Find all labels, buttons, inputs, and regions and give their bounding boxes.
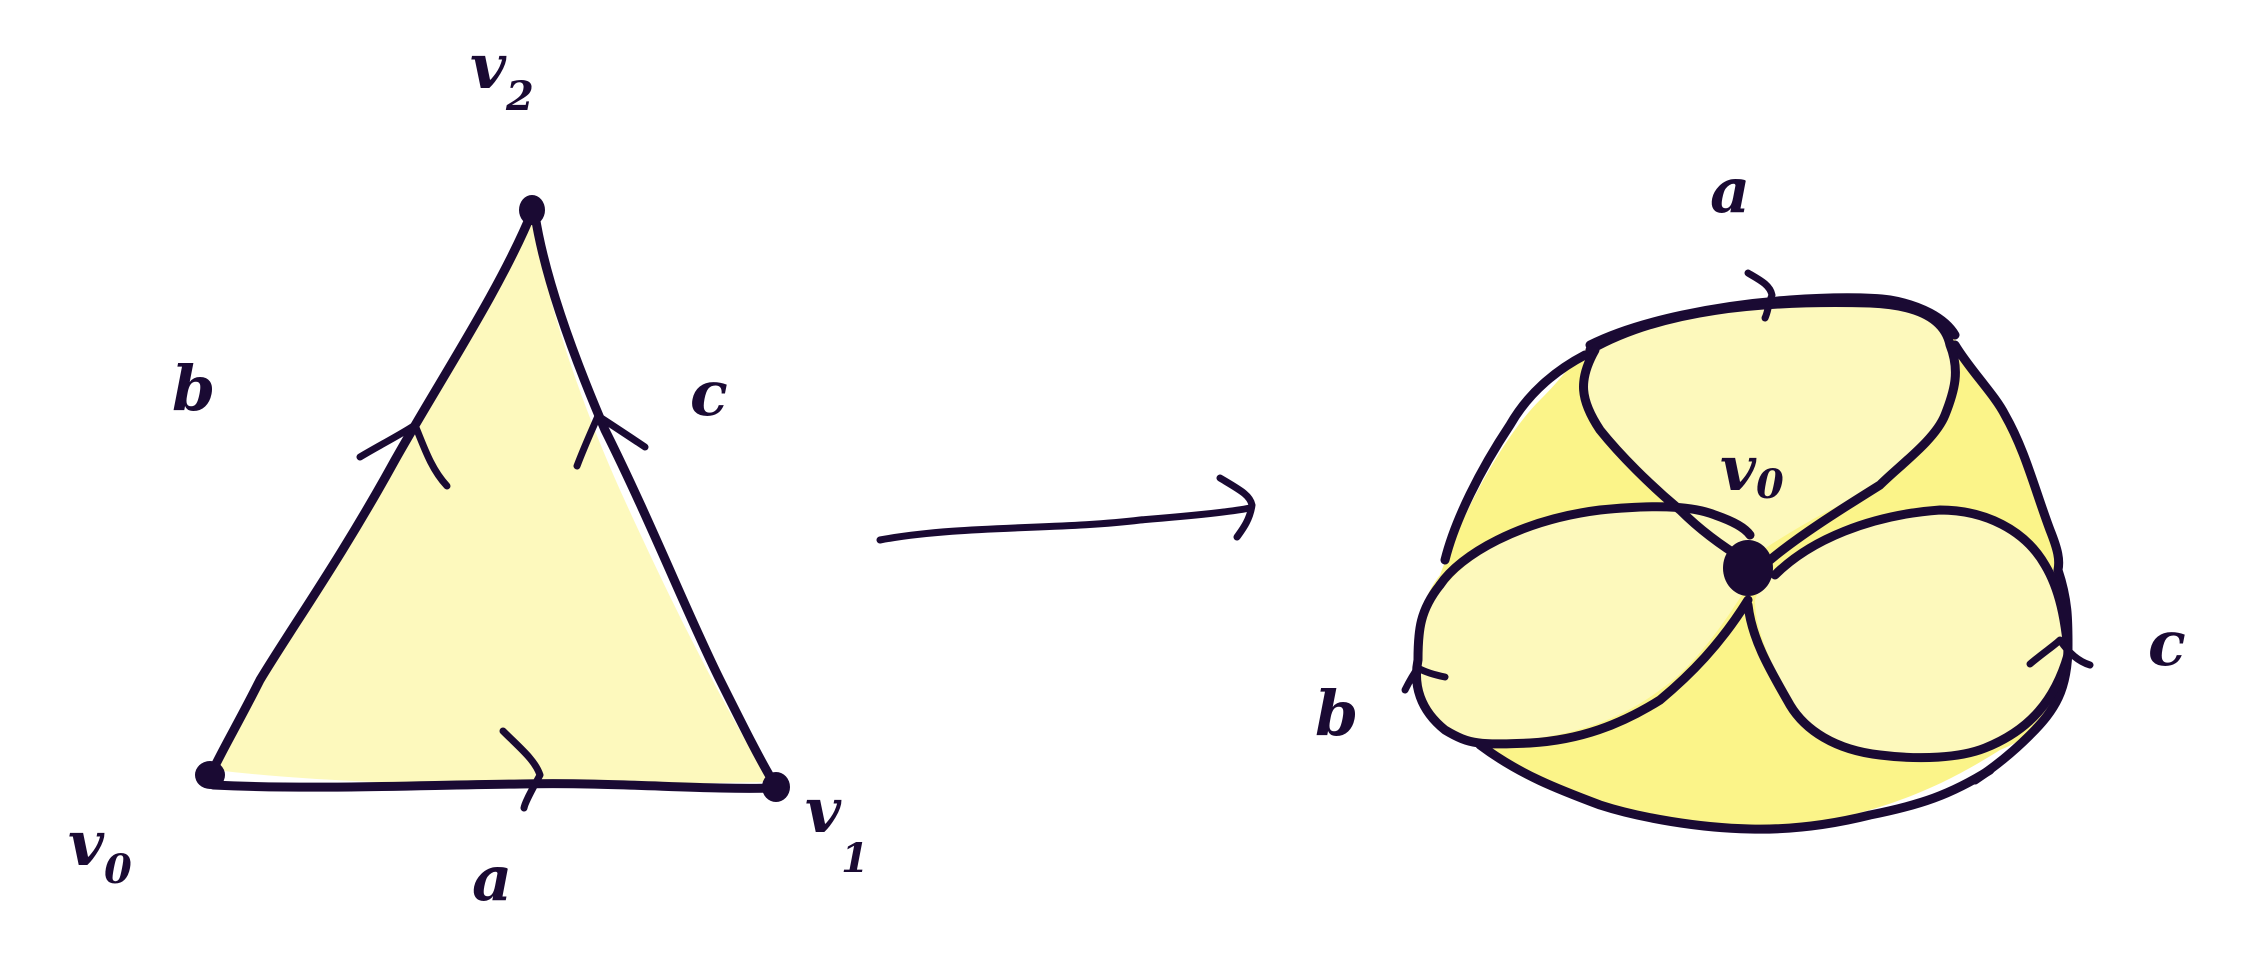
triangle-edge-left <box>208 207 537 775</box>
polyhedron-edge-right-arrowhead <box>2026 636 2094 669</box>
polyhedron-arc-top <box>1585 298 1960 565</box>
polyhedron-face-left <box>1417 505 1745 742</box>
triangle-label-c: c <box>690 357 728 430</box>
polyhedron-label-b: b <box>1315 677 1358 750</box>
triangle-label-v2: v2 <box>470 30 534 120</box>
triangle-edge-right-arrowhead <box>573 412 649 470</box>
polyhedron-outer-boundary-bottom <box>1475 740 1995 834</box>
polyhedron-arc-left-lower <box>1411 580 1753 749</box>
polyhedron-outer-boundary-right <box>1950 340 2073 785</box>
polyhedron-arc-left <box>1435 502 1755 590</box>
polyhedron-arc-right <box>1770 505 2073 655</box>
polyhedron-label-c: c <box>2148 607 2186 680</box>
polyhedron-vertex-dot <box>1723 540 1773 596</box>
triangle-edge-bottom-arrowhead <box>499 727 544 812</box>
triangle-edge-bottom <box>208 779 780 793</box>
polyhedron-label-a: a <box>1710 154 1750 227</box>
triangle-vertex-top-dot <box>519 195 545 225</box>
arrow-head <box>1216 474 1256 541</box>
polyhedron-figure: a v0 b c <box>1315 154 2186 834</box>
triangle-label-b: b <box>172 352 215 425</box>
triangle-label-v0: v0 <box>68 807 132 893</box>
triangle-label-a: a <box>472 842 512 915</box>
triangle-vertex-right-dot <box>762 772 790 802</box>
maps-to-arrow <box>876 474 1256 544</box>
polyhedron-edge-top-arrowhead <box>1744 269 1776 322</box>
triangle-vertex-left-dot <box>195 761 225 789</box>
polyhedron-outer-boundary-left <box>1440 350 1590 565</box>
triangle-edge-left-arrowhead <box>356 421 451 490</box>
polyhedron-edge-left-arrowhead <box>1401 664 1449 694</box>
triangle-label-v1: v1 <box>805 774 869 882</box>
polyhedron-arc-right-lower <box>1743 600 2073 763</box>
polyhedron-face-right <box>1755 508 2068 757</box>
triangle-figure: v2 v0 v1 b c a <box>68 30 869 915</box>
triangle-face <box>215 210 770 785</box>
arrow-shaft <box>876 504 1254 544</box>
polyhedron-arc-top-left <box>1579 345 1750 565</box>
triangle-edge-right <box>530 210 780 790</box>
polyhedron-label-v0: v0 <box>1720 432 1784 508</box>
